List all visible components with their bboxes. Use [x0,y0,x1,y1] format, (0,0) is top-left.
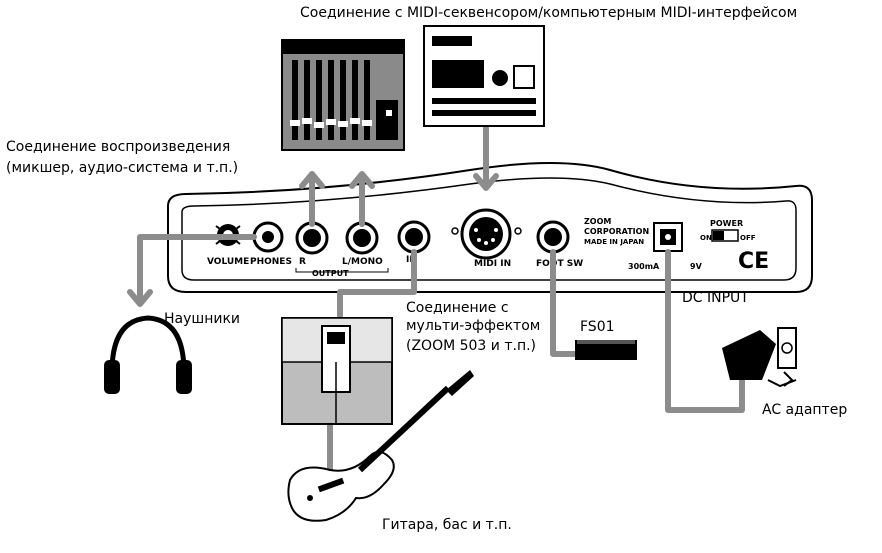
multi-fx-label-line2: мульти-эффектом [406,318,541,334]
midi-in-jack [451,208,522,260]
brand-label-2: CORPORATION [584,227,649,236]
dc-input-jack [653,222,683,252]
playback-label-line2: (микшер, аудио-система и т.п.) [6,160,239,176]
fs01-cable [550,249,578,357]
midi-in-label: MIDI IN [474,259,511,269]
output-r-label: R [299,257,306,267]
volume-label: VOLUME [207,257,249,267]
ac-adapter-label: AC адаптер [762,402,848,418]
cables [137,125,745,473]
multi-fx-label-line1: Соединение с [406,300,509,316]
made-in-label: MADE IN JAPAN [584,238,644,246]
headphones-label: Наушники [164,311,241,327]
ce-mark: CE [738,249,769,274]
output-group-label: OUTPUT [312,269,349,278]
output-l-mono-jack [345,221,379,255]
mixer-image [281,39,405,151]
power-switch [711,229,739,242]
output-l-mono-label: L/MONO [342,257,383,267]
phones-jack [252,221,284,253]
headphones-arrow [127,289,153,307]
output-r-arrow [299,171,325,189]
dc-input-label: DC INPUT [682,290,749,306]
output-r-jack [295,221,329,255]
power-off-label: OFF [740,234,756,242]
power-label: POWER [710,219,743,228]
dc-cable [665,249,745,413]
input-jack [397,220,431,254]
playback-label-line1: Соединение воспроизведения [6,139,231,155]
fs01-label: FS01 [580,319,615,335]
output-bracket [295,268,389,273]
guitar-label: Гитара, бас и т.п. [382,517,512,533]
voltage-label: 9V [690,262,703,271]
power-on-label: ON [700,234,712,242]
midi-arrow [473,173,499,191]
midi-sequencer-image [423,25,545,127]
brand-label-1: ZOOM [584,217,611,226]
input-cable [337,249,417,319]
midi-connection-label: Соединение с MIDI-секвенсором/компьютерн… [300,5,798,21]
headphones-cable [137,234,257,303]
phones-label: PHONES [250,257,292,267]
headphones-image [104,315,192,394]
multi-fx-pedal-image [281,317,393,425]
output-l-arrow [349,171,375,189]
ac-adapter-image [722,327,797,388]
rating-label: 300mA [628,262,660,271]
foot-sw-label: FOOT SW [536,259,583,269]
svg-text:CE: CE [738,249,769,274]
foot-sw-jack [536,220,570,254]
arrows [127,171,499,307]
fs01-foot-switch-image [575,340,637,360]
panel-labels: VOLUME PHONES R L/MONO IN MIDI IN FOOT S… [207,217,756,278]
multi-fx-label-line3: (ZOOM 503 и т.п.) [406,338,537,354]
guitar-image [287,370,474,522]
